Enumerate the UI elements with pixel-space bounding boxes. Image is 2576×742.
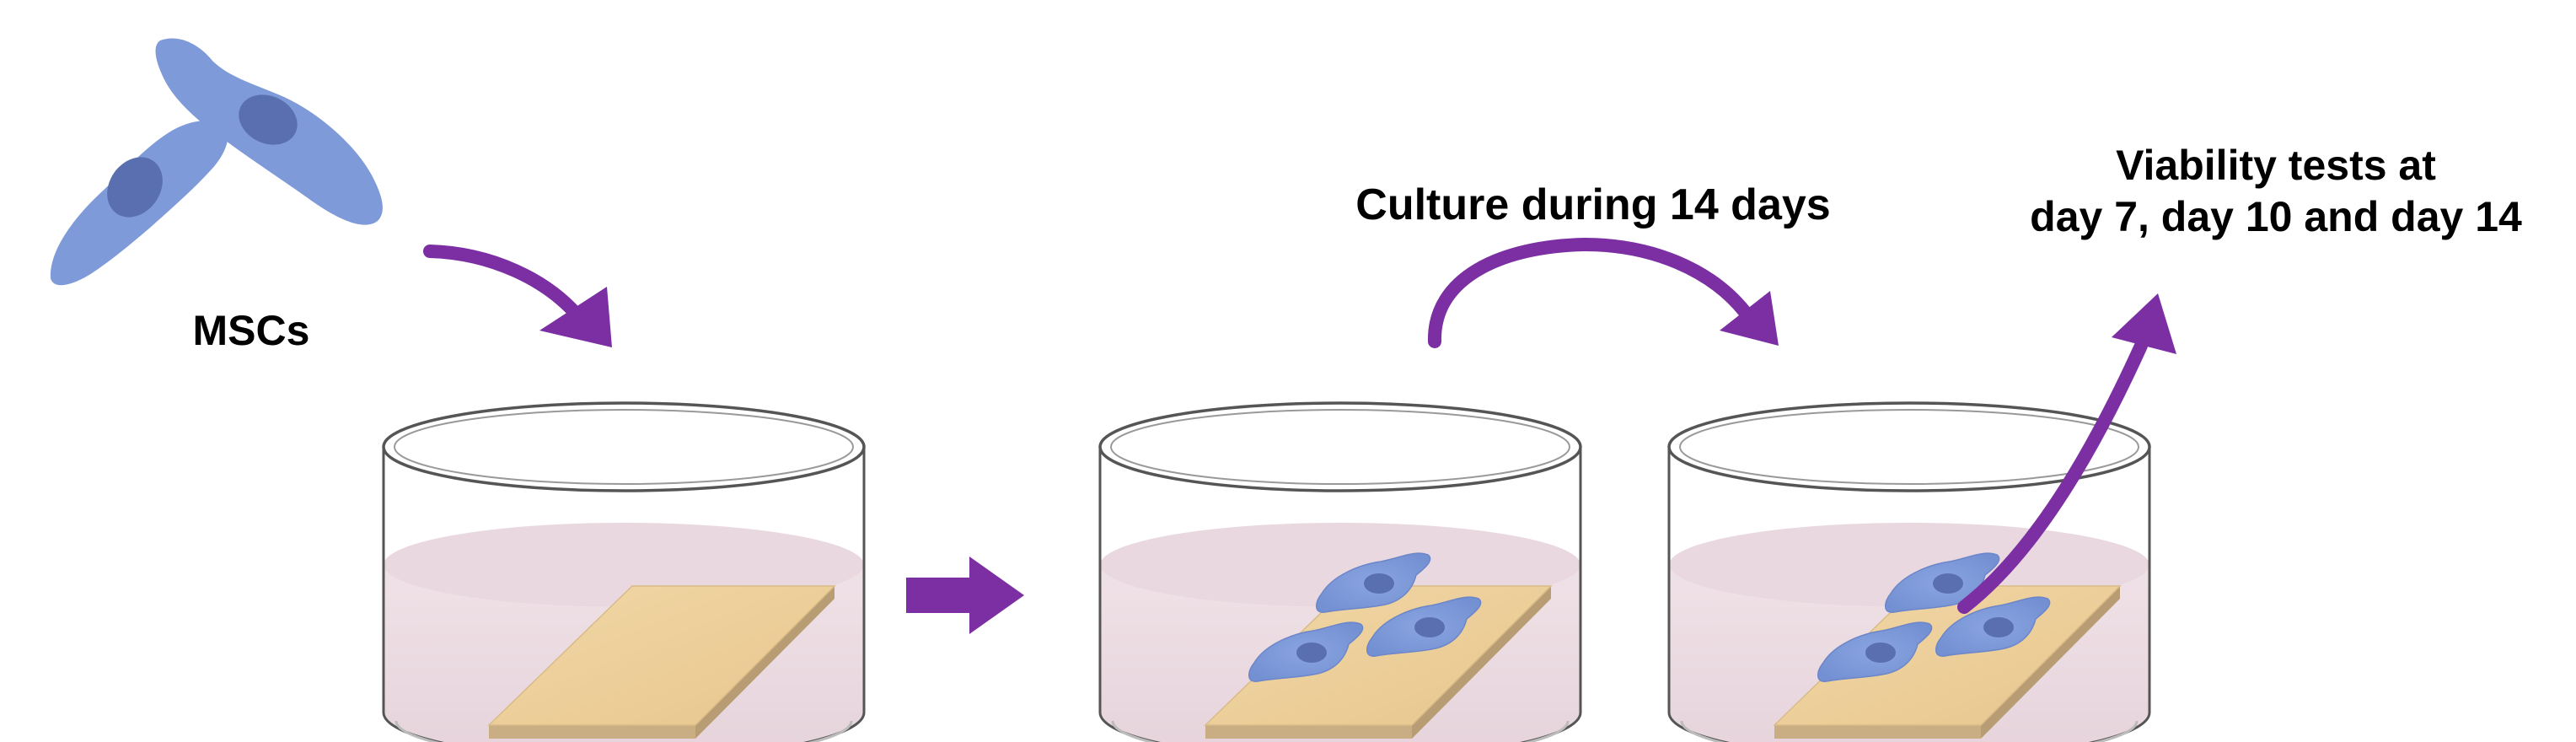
viability-label-line1: Viability tests at (2116, 142, 2436, 189)
dish-empty-scaffold (382, 401, 866, 742)
viability-arrow (1957, 339, 2148, 614)
viability-arrowhead (2112, 293, 2176, 354)
dish-cultured-scaffold (1667, 401, 2151, 742)
seeding-arrow (423, 245, 588, 327)
viability-label-line2: day 7, day 10 and day 14 (2030, 193, 2522, 240)
msc-cells-illustration (50, 38, 383, 286)
culture-label: Culture during 14 days (1355, 180, 1831, 229)
culture-arrow (1427, 237, 1752, 348)
culture-arrowhead (1720, 291, 1779, 346)
dish-seeded-scaffold (1098, 401, 1582, 742)
seeding-arrowhead (539, 287, 612, 347)
viability-label: Viability tests at day 7, day 10 and day… (1972, 140, 2576, 243)
msc-cell-lower (50, 121, 228, 286)
transfer-arrow (906, 556, 1024, 634)
msc-cell-upper (155, 38, 383, 225)
cells-label: MSCs (192, 307, 310, 354)
